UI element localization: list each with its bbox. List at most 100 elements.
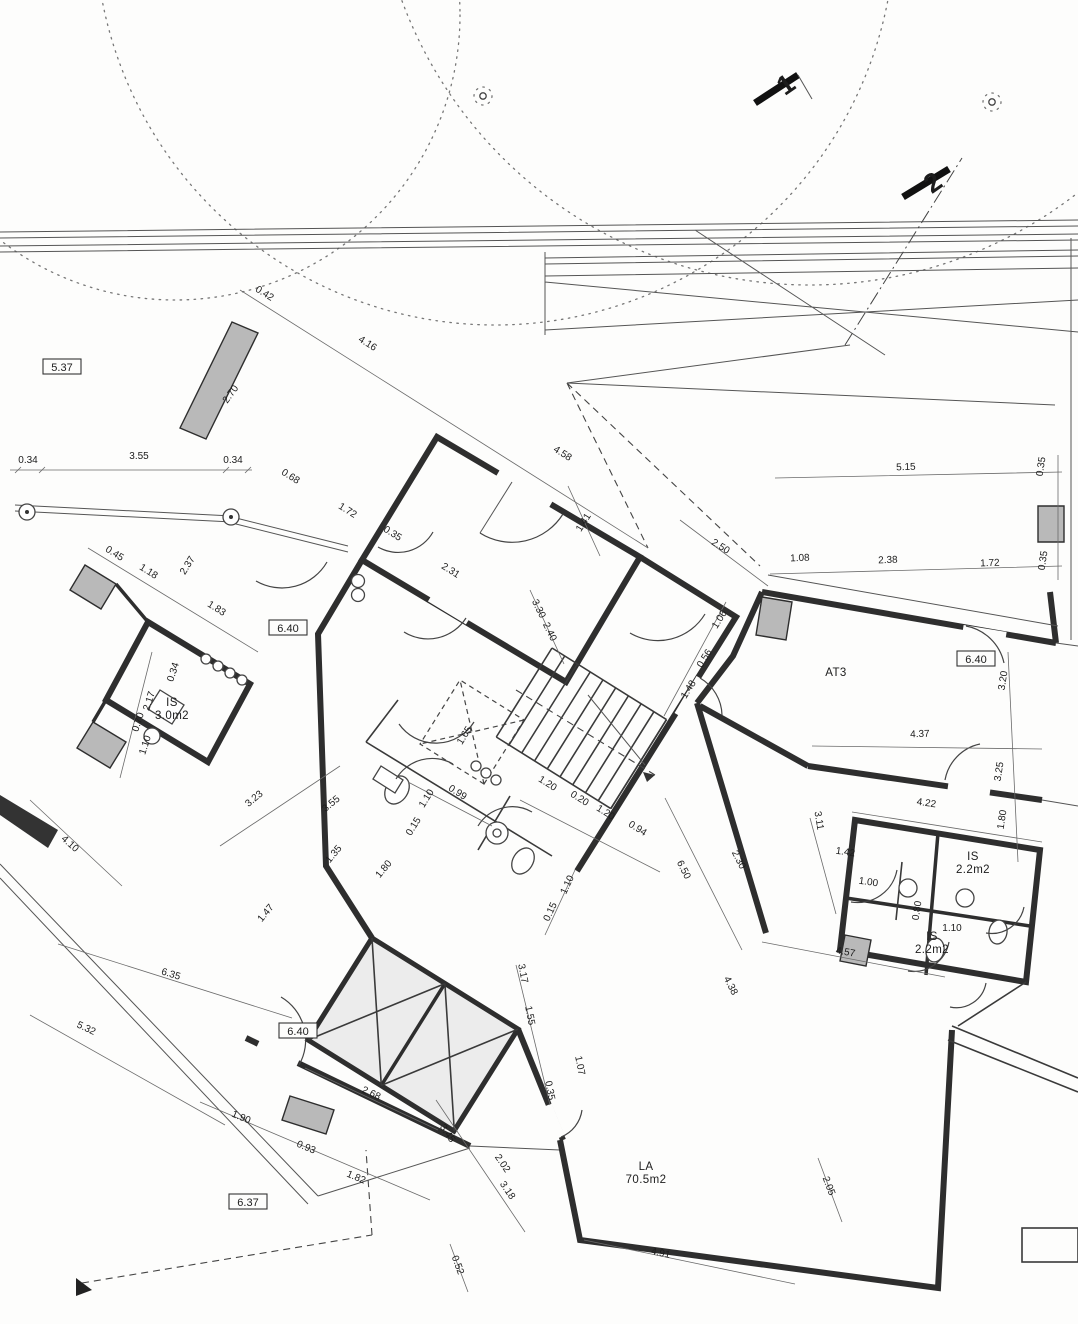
dimension-label: 4.10: [59, 834, 81, 855]
dimension-label: 1.65: [455, 724, 475, 747]
dimension-lines: [10, 289, 1063, 1293]
dimension-label: 0.35: [1037, 550, 1051, 571]
pier: [69, 564, 117, 610]
dimension-label: 0.34: [223, 455, 243, 466]
toilet: [988, 919, 1008, 945]
scan-smudge: [76, 1278, 92, 1296]
dimension-label: 1.20: [536, 774, 559, 794]
dimension-label: 0.93: [295, 1139, 318, 1157]
dimension-label: 2.50: [709, 537, 732, 557]
dimension-label: 0.68: [279, 467, 302, 487]
tree-circle: [401, 0, 1078, 286]
dimension-label: 1.47: [256, 902, 277, 924]
dimension-label: 4.22: [916, 797, 937, 811]
column-center: [229, 515, 233, 519]
shower-tray: [147, 689, 185, 725]
elevator-divider: [379, 982, 447, 1087]
basin: [224, 667, 236, 679]
section-markers: [753, 72, 951, 200]
building-walls: [69, 432, 1078, 1292]
wall-stair-hall: [574, 554, 741, 873]
level-marker-box: [268, 619, 308, 636]
tree-circle: [101, 0, 889, 326]
section-cut-line: [844, 157, 963, 346]
sink: [955, 888, 975, 908]
door-arc: [629, 613, 706, 642]
dimension-label: 1.10: [559, 873, 577, 896]
level-marker-box: [42, 358, 82, 375]
road-lines: [0, 219, 1078, 640]
level-marker-box: [228, 1193, 268, 1210]
dimension-label: 1.10: [417, 787, 437, 810]
sink-drain: [492, 828, 502, 838]
dimension-label: 6.50: [674, 859, 693, 882]
level-marker-value: 6.40: [965, 654, 986, 666]
basin: [236, 674, 248, 686]
pier: [76, 721, 127, 769]
room-area: 2.2m2: [915, 944, 949, 956]
door-arc: [949, 982, 987, 1009]
dimension-label: 3.17: [515, 963, 530, 985]
wall-corridor-edge: [469, 1145, 561, 1151]
basin: [480, 767, 492, 779]
door-arc: [479, 513, 564, 543]
dimension-label: 4.91: [650, 1246, 672, 1261]
dimension-label: 0.35: [1035, 456, 1049, 477]
door-arc: [850, 869, 898, 904]
wing-parallel-line: [767, 574, 1078, 807]
toilet: [511, 847, 535, 875]
dimension-label: 1.72: [336, 501, 359, 521]
dimension-label: 3.30: [529, 598, 548, 621]
dimension-label: 0.15: [542, 900, 560, 923]
dimension-label: 2.38: [878, 555, 898, 567]
hatched-wall-bar: [179, 321, 259, 440]
column-pair: [350, 573, 366, 589]
dimension-label: 2.37: [178, 554, 198, 577]
dimension-label: 0.80: [911, 900, 925, 921]
stair-treads: [495, 647, 668, 810]
dimension-label: 0.45: [103, 544, 126, 564]
dimension-label: 1.55: [522, 1005, 537, 1027]
stair-break-line: [587, 694, 646, 766]
section-marker-2-bar: [901, 166, 951, 200]
fixtures: [143, 573, 1008, 963]
level-marker-value: 6.40: [287, 1026, 308, 1038]
dimension-label: 1.80: [374, 858, 395, 880]
level-marker-box: [956, 650, 996, 667]
dimension-label: 0.35: [542, 1080, 557, 1102]
stair-flight: [495, 647, 668, 810]
dimension-label: 1.07: [572, 1055, 587, 1077]
dimension-label: 0.94: [626, 819, 649, 839]
dimension-line: [10, 289, 1063, 1293]
sink: [898, 878, 918, 898]
door-arc: [560, 1109, 583, 1138]
room-name: AT3: [825, 667, 846, 679]
site-lines: [0, 157, 1078, 1296]
dimension-label: 1.08: [790, 553, 810, 565]
door-arc: [377, 531, 434, 553]
door-arc: [398, 721, 475, 744]
door-arc: [395, 757, 454, 780]
stair-direction-arrow: [643, 772, 655, 782]
door-arc: [699, 677, 723, 716]
room-area: 3.0m2: [155, 710, 189, 722]
dimension-label: 6.35: [160, 967, 182, 983]
setting-out-solid: [0, 344, 1056, 1205]
dimension-label: 3.11: [812, 810, 826, 831]
room-name: IS: [166, 697, 178, 709]
door-arc: [944, 743, 981, 781]
door-arc: [985, 906, 1025, 935]
dimension-label: 4.37: [910, 729, 930, 741]
column-center: [25, 510, 29, 514]
section-marker-1-bar: [753, 72, 800, 106]
column-pair: [350, 587, 366, 603]
dimension-label: 1.72: [980, 558, 1000, 570]
level-marker-box: [278, 1022, 318, 1039]
survey-point: [988, 98, 996, 106]
wall-core-left: [314, 558, 375, 940]
dimension-label: 0.34: [18, 455, 38, 466]
level-marker-value: 6.40: [277, 623, 298, 635]
tree-outlines: [0, 0, 1078, 326]
